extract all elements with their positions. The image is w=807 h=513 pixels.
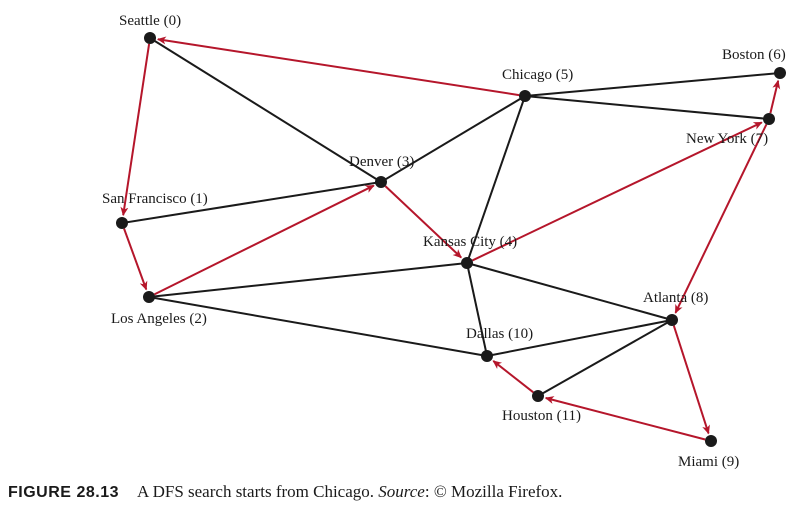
edge-denver-chicago [380, 95, 526, 183]
label-kansas-city: Kansas City (4) [423, 234, 517, 250]
node-dallas [481, 350, 493, 362]
node-los-angeles [143, 291, 155, 303]
node-atlanta [666, 314, 678, 326]
label-houston: Houston (11) [502, 408, 581, 424]
edge-chicago-new-york [524, 95, 770, 120]
node-new-york [763, 113, 775, 125]
node-san-francisco [116, 217, 128, 229]
node-chicago [519, 90, 531, 102]
figure-word: Figure [8, 484, 72, 501]
edge-kansas-city-dallas [466, 262, 488, 357]
dfs-edges-layer [120, 36, 781, 441]
edge-chicago-boston [524, 72, 781, 97]
node-boston [774, 67, 786, 79]
label-seattle: Seattle (0) [119, 13, 181, 29]
label-chicago: Chicago (5) [502, 67, 573, 83]
node-houston [532, 390, 544, 402]
node-kansas-city [461, 257, 473, 269]
edges-layer [121, 37, 781, 397]
nodes-layer [116, 32, 786, 447]
figure-number: 28.13 [76, 484, 119, 501]
node-denver [375, 176, 387, 188]
caption-source-text: : © Mozilla Firefox. [424, 482, 563, 501]
label-miami: Miami (9) [678, 454, 739, 470]
dfs-edge-new-york-to-atlanta [674, 123, 768, 314]
dfs-edge-new-york-to-boston [769, 79, 781, 114]
edge-los-angeles-kansas-city [148, 262, 468, 298]
edge-dallas-atlanta [486, 319, 673, 357]
figure-label: Figure28.13 [8, 484, 119, 501]
dfs-edge-san-francisco-to-los-angeles [123, 228, 148, 291]
caption-text: A DFS search starts from Chicago. [137, 482, 375, 501]
dfs-edge-los-angeles-to-denver [153, 184, 375, 296]
dfs-edge-houston-to-dallas [492, 360, 534, 394]
label-san-francisco: San Francisco (1) [102, 191, 208, 207]
figure-caption: Figure28.13 A DFS search starts from Chic… [8, 482, 798, 502]
dfs-edge-miami-to-houston [544, 396, 706, 441]
label-new-york: New York (7) [686, 131, 768, 147]
dfs-edge-atlanta-to-miami [672, 325, 710, 435]
label-denver: Denver (3) [349, 154, 414, 170]
edge-san-francisco-denver [121, 181, 382, 224]
label-los-angeles: Los Angeles (2) [111, 311, 207, 327]
label-dallas: Dallas (10) [466, 326, 533, 342]
dfs-edge-seattle-to-san-francisco [120, 43, 151, 217]
dfs-edge-kansas-city-to-new-york [471, 121, 763, 262]
caption-source-label: Source [378, 482, 425, 501]
label-boston: Boston (6) [722, 47, 786, 63]
node-seattle [144, 32, 156, 44]
edge-kansas-city-atlanta [466, 262, 673, 321]
edge-seattle-denver [149, 37, 382, 183]
edge-los-angeles-dallas [148, 296, 488, 357]
label-atlanta: Atlanta (8) [643, 290, 708, 306]
dfs-graph-diagram: Seattle (0) San Francisco (1) Los Angele… [102, 13, 786, 470]
node-miami [705, 435, 717, 447]
dfs-edge-denver-to-kansas-city [384, 185, 462, 259]
labels-layer: Seattle (0) San Francisco (1) Los Angele… [102, 13, 786, 470]
edge-atlanta-houston [537, 319, 673, 397]
dfs-edge-chicago-to-seattle [156, 36, 520, 97]
edge-chicago-kansas-city [466, 95, 526, 264]
